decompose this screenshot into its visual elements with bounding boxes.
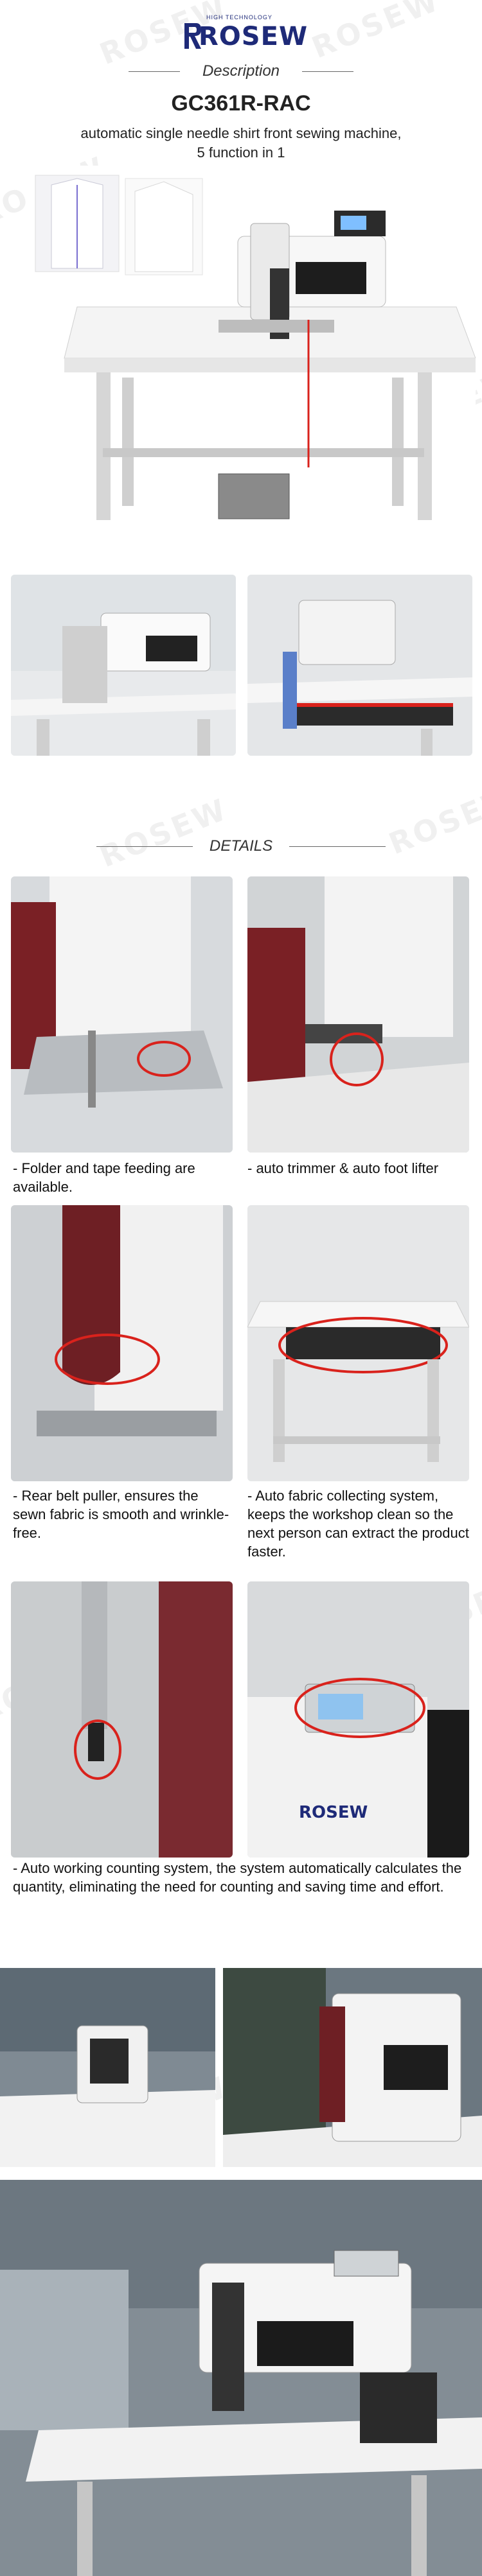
- logo-mark-icon: [184, 23, 201, 49]
- collector-detail-illustration: [247, 1205, 469, 1481]
- folder-detail-photo: [11, 876, 233, 1153]
- workshop-photo-left: [0, 1968, 215, 2167]
- details-heading: DETAILS: [209, 837, 273, 855]
- workshop-left-illustration: [0, 1968, 215, 2167]
- logo-tagline: HIGH TECHNOLOGY: [206, 14, 272, 21]
- logo-wordmark: ROSEW: [199, 22, 308, 51]
- description-heading: Description: [202, 62, 280, 80]
- counter-panel-photo: ROSEW: [247, 1581, 469, 1858]
- divider: [289, 846, 386, 847]
- watermark: ROSEW: [94, 791, 233, 875]
- caption-counter: - Auto working counting system, the syst…: [13, 1860, 462, 1895]
- divider: [302, 71, 353, 72]
- workshop-photo-right: [223, 1968, 482, 2167]
- folder-detail-illustration: [11, 876, 233, 1153]
- machine-workshop-photo: [0, 2180, 482, 2576]
- machine-workshop-illustration: [0, 2180, 482, 2576]
- collector-side-photo: [247, 575, 472, 756]
- machine-side-photo: [11, 575, 236, 756]
- collector-detail-photo: [247, 1205, 469, 1481]
- counter-sensor-illustration: [11, 1581, 233, 1858]
- product-title: GC361R-RAC: [171, 91, 311, 116]
- product-subtitle: automatic single needle shirt front sewi…: [51, 124, 431, 162]
- divider: [96, 846, 193, 847]
- collector-side-illustration: [247, 575, 472, 756]
- machine-illustration: [35, 175, 476, 520]
- workshop-right-illustration: [223, 1968, 482, 2167]
- brand-logo: HIGH TECHNOLOGY ROSEW: [183, 13, 308, 58]
- trimmer-detail-illustration: [247, 876, 469, 1153]
- counter-sensor-photo: [11, 1581, 233, 1858]
- subtitle-line: automatic single needle shirt front sewi…: [80, 125, 402, 141]
- panel-logo-text: ROSEW: [299, 1803, 368, 1822]
- caption-collector: - Auto fabric collecting system, keeps t…: [247, 1488, 469, 1560]
- counter-panel-illustration: ROSEW: [247, 1581, 469, 1858]
- caption-trimmer: - auto trimmer & auto foot lifter: [247, 1160, 439, 1176]
- trimmer-detail-photo: [247, 876, 469, 1153]
- machine-side-illustration: [11, 575, 236, 756]
- puller-detail-illustration: [11, 1205, 233, 1481]
- caption-folder: - Folder and tape feeding are available.: [13, 1160, 195, 1195]
- caption-puller: - Rear belt puller, ensures the sewn fab…: [13, 1488, 229, 1541]
- subtitle-line: 5 function in 1: [197, 144, 285, 161]
- divider: [129, 71, 180, 72]
- watermark: ROSEW: [307, 0, 445, 65]
- puller-detail-photo: [11, 1205, 233, 1481]
- main-machine-photo: [26, 166, 476, 551]
